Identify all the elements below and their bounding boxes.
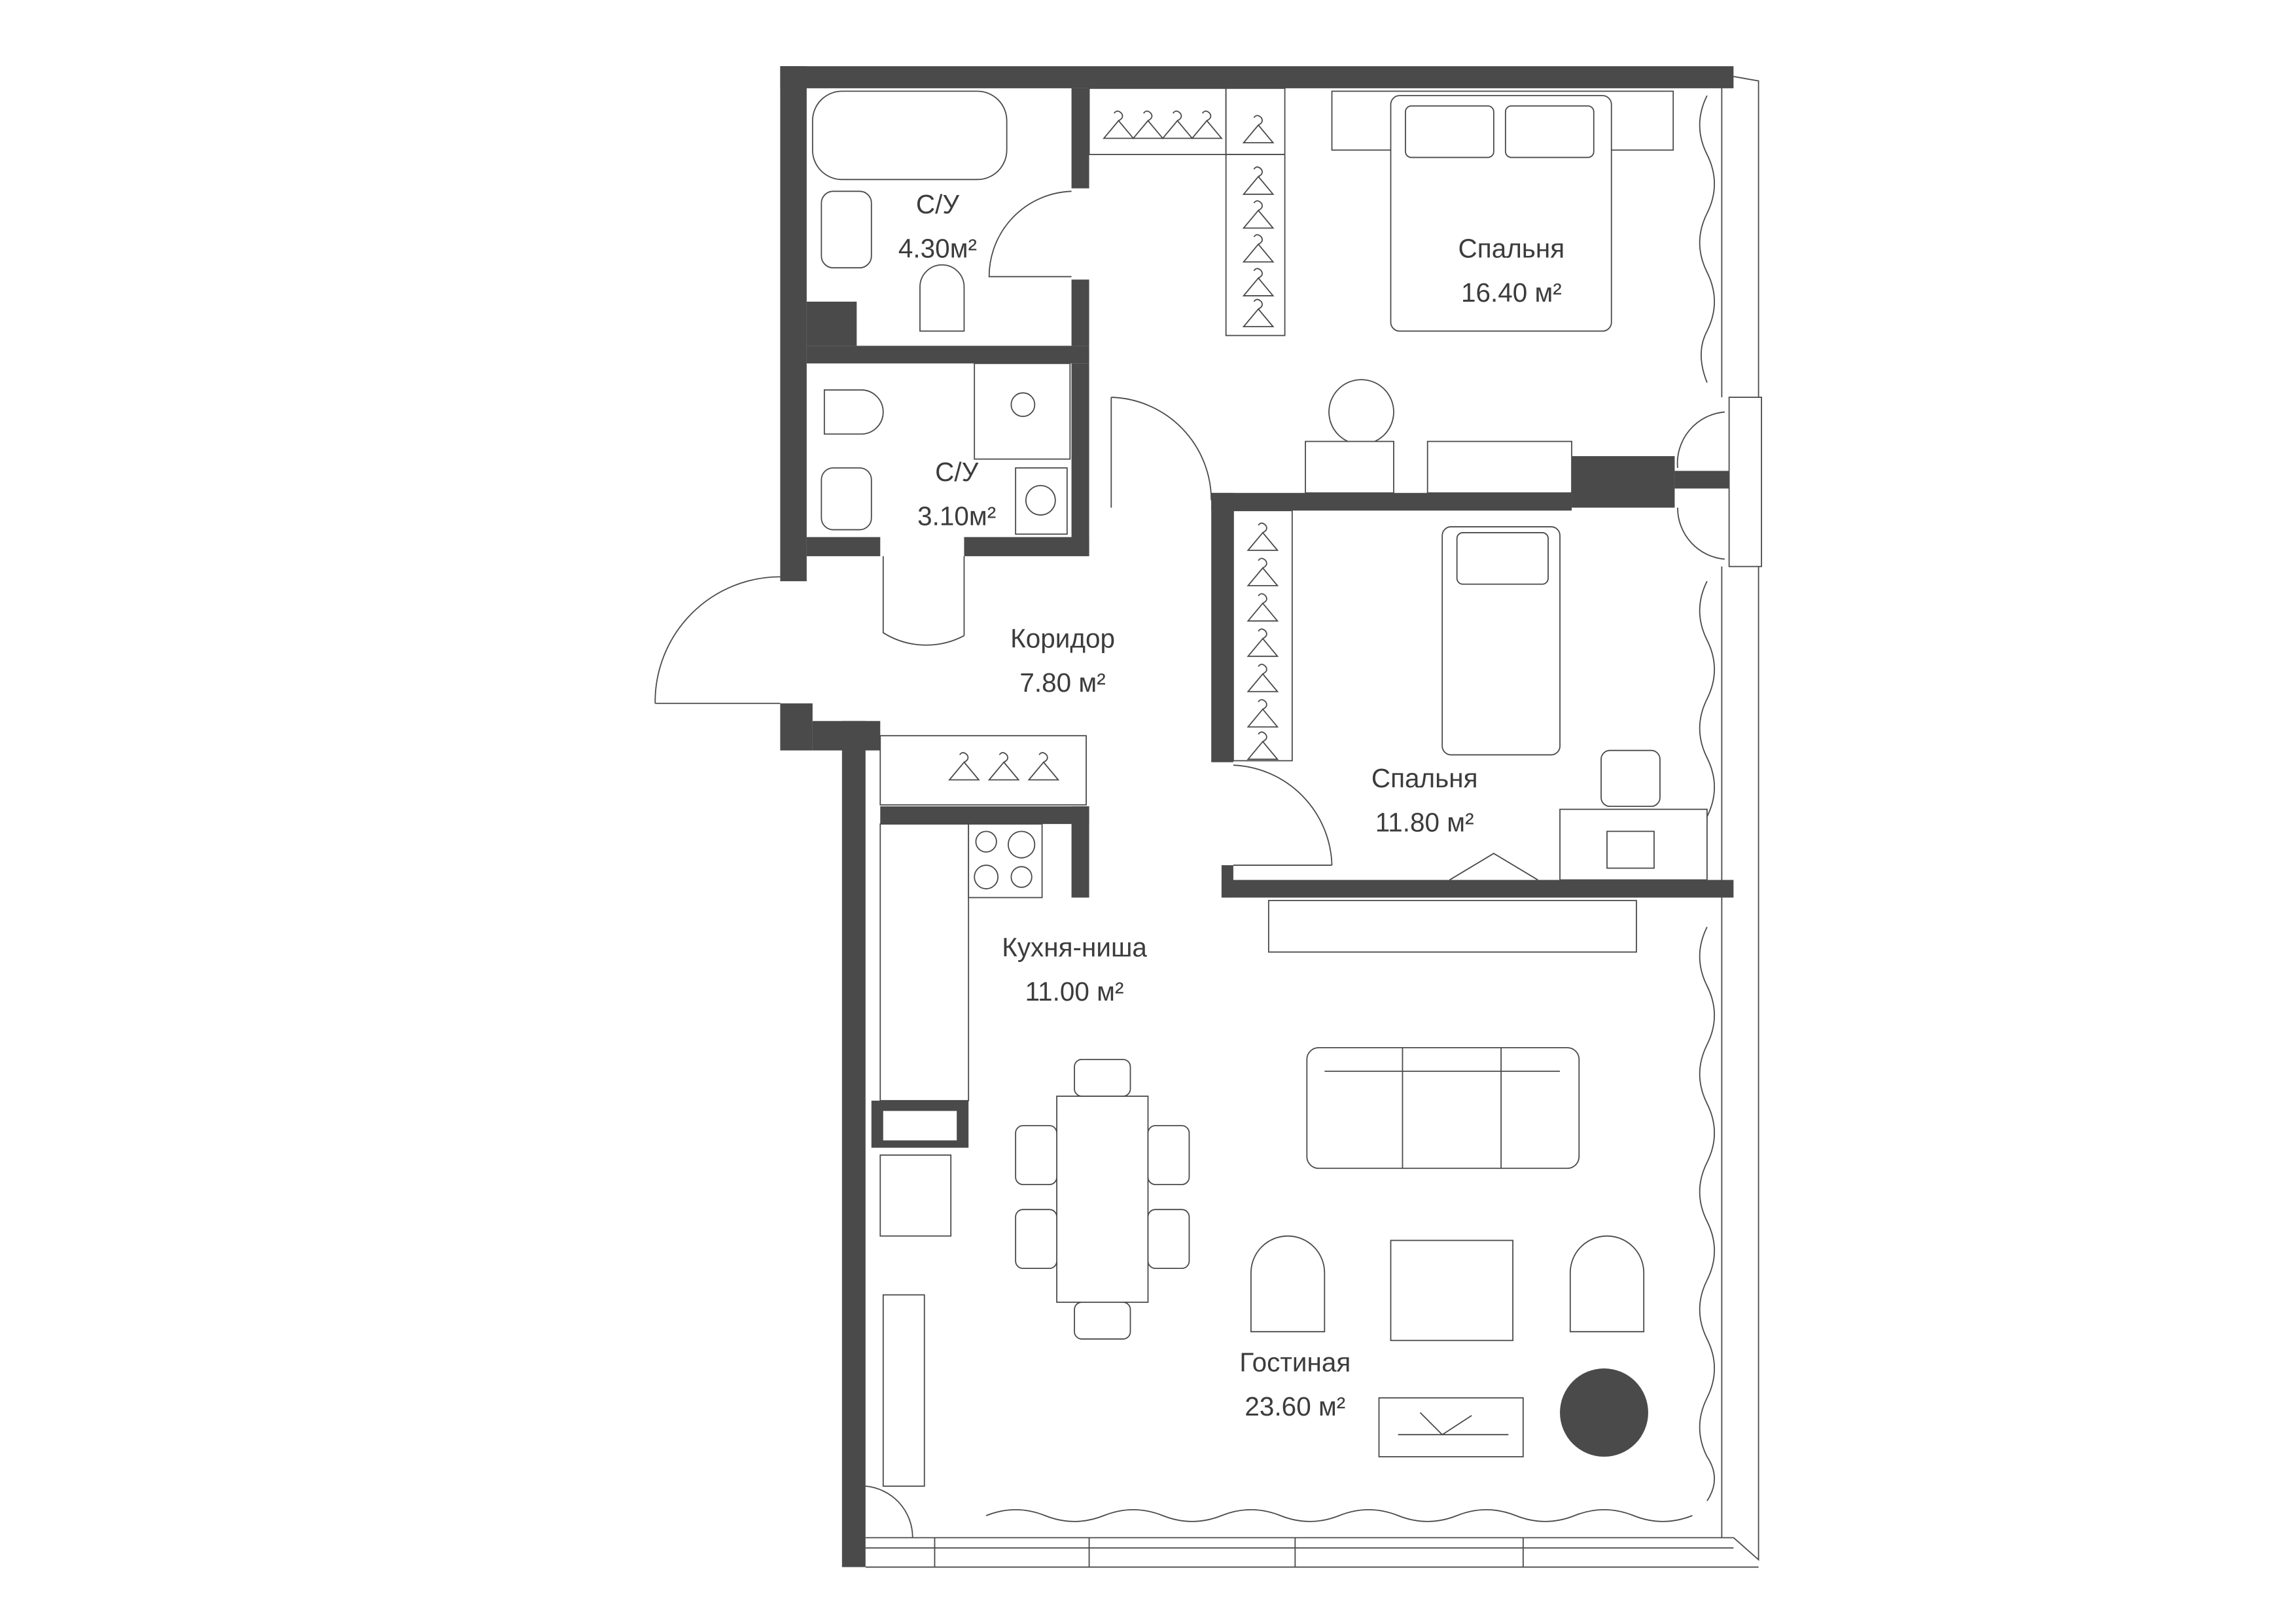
room-area: 11.00 м² [1025,976,1124,1007]
room-name: Гостиная [1239,1347,1351,1378]
room-name: Кухня-ниша [1002,932,1147,962]
radiator-shelf [1267,900,1637,953]
tv-stand [1378,1397,1524,1457]
wardrobe-4 [879,735,1087,806]
sofa [1306,1046,1580,1169]
furniture [811,88,1708,1487]
washing-machine [1015,467,1068,535]
toilet-2 [823,389,884,435]
room-area: 3.10м² [917,501,996,531]
room-name: Коридор [1010,623,1115,653]
round-table [1328,379,1394,445]
stove [968,823,1043,899]
room-name: С/У [916,189,959,219]
room-name: Спальня [1371,763,1478,793]
room-area: 11.80 м² [1375,807,1474,837]
dining-table [1056,1096,1149,1303]
room-name: С/У [935,457,978,487]
tv [1426,440,1572,494]
kitchen-counter [879,823,970,1101]
counter-2 [879,1154,952,1237]
laptop [1606,830,1655,869]
room-name: Спальня [1458,233,1565,263]
room-area: 7.80 м² [1019,668,1105,698]
coffee-table [1390,1240,1514,1342]
shower [974,363,1071,460]
chair [1600,749,1661,808]
shelf [882,1294,925,1487]
wardrobe-2 [1225,154,1286,336]
sink-2 [821,467,872,531]
armchair [1250,1235,1326,1332]
bathtub [811,90,1008,181]
sink [821,190,872,269]
room-area: 4.30м² [898,233,977,263]
wardrobe-3 [1233,510,1293,762]
room-area: 16.40 м² [1461,277,1562,308]
room-area: 23.60 м² [1245,1391,1345,1421]
room-labels: С/У 4.30м² С/У 3.10м² Спальня 16.40 м² К… [898,189,1564,1421]
windows [865,76,1762,1568]
armchair-2 [1569,1235,1645,1332]
doors [654,190,1725,1538]
wardrobe [1088,88,1227,155]
toilet [919,264,965,332]
walls [780,66,1734,1567]
plant-column [1560,1368,1648,1457]
